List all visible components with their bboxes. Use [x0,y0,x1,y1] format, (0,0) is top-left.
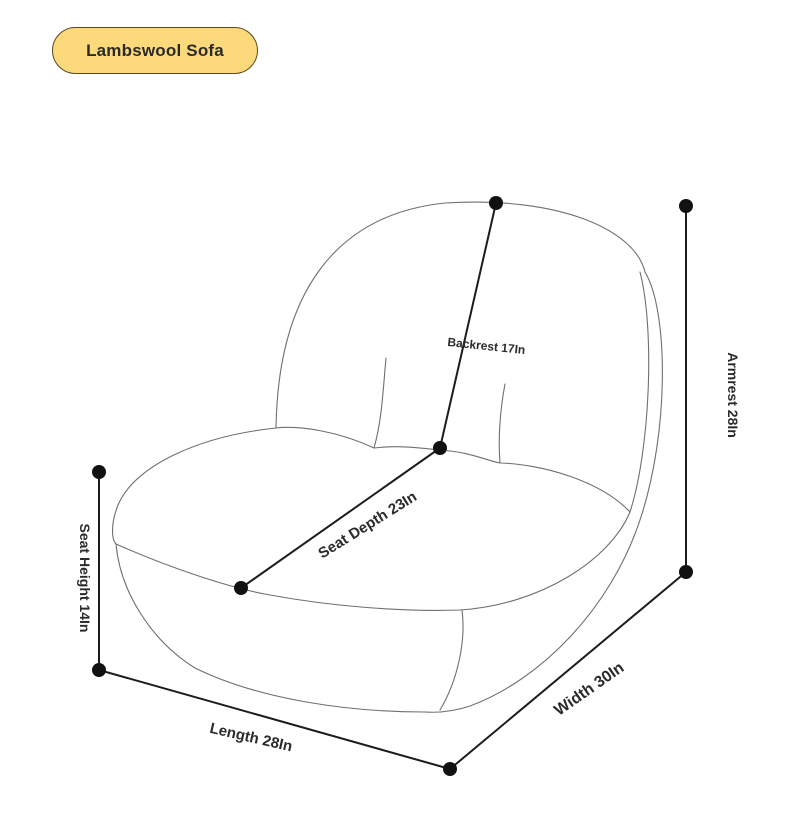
backrest-seat-junction [373,446,631,513]
sofa-outline [111,201,663,713]
seat-cushion-top [111,426,375,545]
backrest-outline [275,201,646,429]
width-label: Width 30In [551,659,627,719]
seat-front-dot [234,581,248,595]
armrest-label: Armrest 28In [725,352,741,438]
length-dimension-line [98,669,451,770]
sofa-base-front [115,543,426,713]
backrest-bottom-dot [433,441,447,455]
seat-height-top-dot [92,465,106,479]
armrest-bottom-dot [679,565,693,579]
width-dimension-line [449,571,687,770]
product-title-badge: Lambswool Sofa [52,27,258,74]
front-corner-dot [443,762,457,776]
length-label: Length 28In [208,720,294,755]
seat-height-label: Seat Height 14In [77,524,93,633]
backrest-right-seam [498,383,506,464]
seat-cushion-front [115,511,631,611]
backrest-label: Backrest 17In [447,335,526,357]
product-title: Lambswool Sofa [86,40,224,60]
backrest-left-seam [373,357,387,449]
dimension-lines [98,202,687,770]
armrest-top-dot [679,199,693,213]
sofa-base-seam [439,609,464,711]
right-arm-inner-curve [629,271,650,513]
dimension-endpoints [92,196,693,776]
right-arm-outline [424,271,663,713]
backrest-top-dot [489,196,503,210]
seat-depth-dimension-line [240,447,441,589]
backrest-dimension-line [439,202,497,449]
seat-height-bottom-dot [92,663,106,677]
